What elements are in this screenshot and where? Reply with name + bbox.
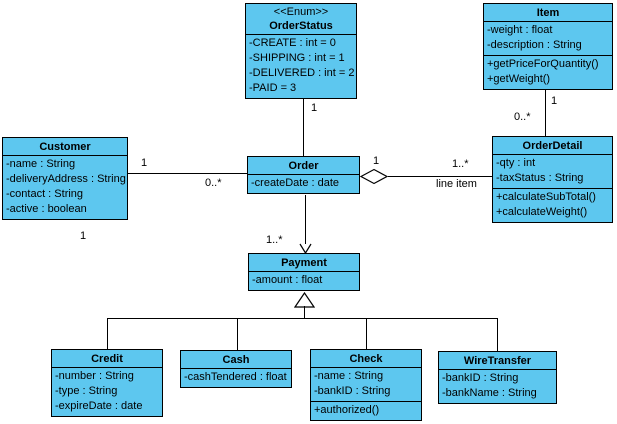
- class-attribute: -bankID : String: [442, 372, 519, 384]
- multiplicity-label: 1: [551, 95, 558, 107]
- branch-to-wiretransfer: [497, 318, 498, 351]
- class-attribute: -active : boolean: [6, 203, 87, 215]
- class-attribute: -name : String: [6, 158, 76, 170]
- class-attribute: -amount : float: [252, 274, 323, 286]
- stereotype-label: <<Enum>>: [273, 6, 329, 18]
- class-attribute: -createDate : date: [251, 177, 340, 189]
- class-attribute: -taxStatus : String: [496, 172, 584, 184]
- class-method: +calculateWeight(): [496, 206, 588, 218]
- multiplicity-label: 0..*: [514, 111, 531, 123]
- class-credit[interactable]: Credit -number : String -type : String -…: [51, 349, 163, 417]
- attributes-compartment: -createDate : date: [248, 174, 359, 193]
- class-cash[interactable]: Cash -cashTendered : float: [180, 350, 292, 388]
- attributes-compartment: -name : String -bankID : String: [311, 367, 421, 401]
- multiplicity-label: 1: [80, 230, 87, 242]
- generalization-stem: [304, 306, 305, 318]
- class-attribute: -name : String: [314, 370, 384, 382]
- class-attribute: -qty : int: [496, 157, 536, 169]
- class-attribute: -cashTendered : float: [184, 371, 287, 383]
- multiplicity-label: 1: [311, 102, 318, 114]
- attributes-compartment: -number : String -type : String -expireD…: [52, 367, 162, 416]
- branch-to-cash: [237, 318, 238, 350]
- connector-order-payment: [305, 195, 306, 244]
- multiplicity-label: 1..*: [452, 158, 469, 170]
- multiplicity-label: 1..*: [266, 234, 283, 246]
- class-title: WireTransfer: [463, 355, 532, 367]
- methods-compartment: +calculateSubTotal() +calculateWeight(): [493, 188, 612, 222]
- connector-customer-order: [128, 173, 247, 174]
- class-attribute: -PAID = 3: [249, 82, 297, 94]
- class-attribute: -expireDate : date: [55, 400, 143, 412]
- class-orderdetail[interactable]: OrderDetail -qty : int -taxStatus : Stri…: [492, 136, 613, 223]
- attributes-compartment: -name : String -deliveryAddress : String…: [3, 155, 127, 219]
- class-title: Customer: [39, 141, 91, 153]
- connector-orderstatus-order: [303, 98, 304, 156]
- class-method: +authorized(): [314, 404, 380, 416]
- class-attribute: -weight : float: [487, 24, 553, 36]
- class-method: +calculateSubTotal(): [496, 191, 596, 203]
- class-wiretransfer[interactable]: WireTransfer -bankID : String -bankName …: [438, 351, 557, 404]
- class-header: <<Enum>> OrderStatus: [246, 4, 356, 34]
- attributes-compartment: -CREATE : int = 0 -SHIPPING : int = 1 -D…: [246, 34, 356, 98]
- class-attribute: -deliveryAddress : String: [6, 173, 126, 185]
- class-title: Item: [536, 7, 560, 19]
- class-attribute: -SHIPPING : int = 1: [249, 52, 345, 64]
- class-attribute: -CREATE : int = 0: [249, 37, 336, 49]
- class-method: +getPriceForQuantity(): [487, 58, 599, 70]
- aggregation-diamond-icon: [359, 168, 389, 185]
- class-attribute: -description : String: [487, 39, 582, 51]
- class-customer[interactable]: Customer -name : String -deliveryAddress…: [2, 137, 128, 220]
- connector-item-orderdetail: [545, 88, 546, 136]
- class-attribute: -type : String: [55, 385, 118, 397]
- attributes-compartment: -qty : int -taxStatus : String: [493, 154, 612, 188]
- class-attribute: -number : String: [55, 370, 134, 382]
- class-title: OrderDetail: [522, 140, 583, 152]
- role-label-line-item: line item: [436, 178, 477, 190]
- branch-to-check: [366, 318, 367, 349]
- class-title: Cash: [222, 354, 250, 366]
- multiplicity-label: 0..*: [205, 177, 222, 189]
- attributes-compartment: -amount : float: [249, 271, 359, 290]
- connector-order-orderdetail: [388, 176, 492, 177]
- branch-to-credit: [107, 318, 108, 349]
- class-attribute: -DELIVERED : int = 2: [249, 67, 355, 79]
- class-attribute: -contact : String: [6, 188, 84, 200]
- class-attribute: -bankName : String: [442, 387, 537, 399]
- methods-compartment: +authorized(): [311, 401, 421, 420]
- multiplicity-label: 1: [141, 157, 148, 169]
- class-orderstatus[interactable]: <<Enum>> OrderStatus -CREATE : int = 0 -…: [245, 3, 357, 99]
- attributes-compartment: -cashTendered : float: [181, 368, 291, 387]
- attributes-compartment: -bankID : String -bankName : String: [439, 369, 556, 403]
- class-check[interactable]: Check -name : String -bankID : String +a…: [310, 349, 422, 421]
- class-item[interactable]: Item -weight : float -description : Stri…: [483, 3, 613, 90]
- generalization-branch-line: [107, 318, 498, 319]
- multiplicity-label: 1: [373, 155, 380, 167]
- class-payment[interactable]: Payment -amount : float: [248, 253, 360, 291]
- class-title: OrderStatus: [269, 20, 333, 32]
- class-attribute: -bankID : String: [314, 385, 391, 397]
- class-title: Check: [349, 353, 383, 365]
- class-order[interactable]: Order -createDate : date: [247, 156, 360, 194]
- class-title: Order: [288, 160, 319, 172]
- class-title: Credit: [91, 353, 123, 365]
- class-method: +getWeight(): [487, 73, 551, 85]
- attributes-compartment: -weight : float -description : String: [484, 21, 612, 55]
- methods-compartment: +getPriceForQuantity() +getWeight(): [484, 55, 612, 89]
- class-title: Payment: [281, 257, 327, 269]
